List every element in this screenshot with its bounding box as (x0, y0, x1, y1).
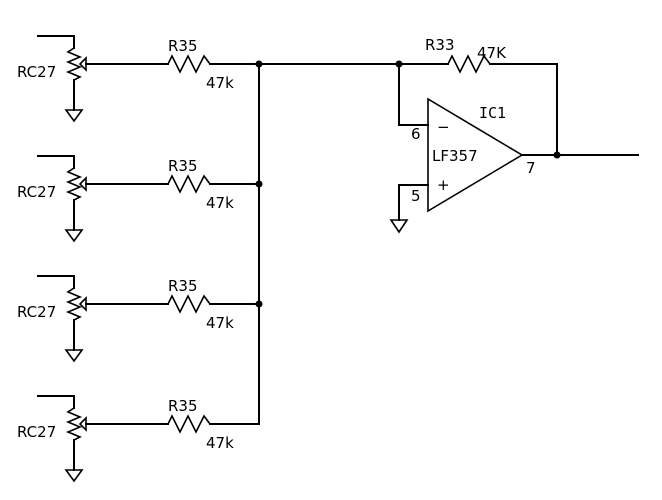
pot-1-top-lead (37, 35, 75, 49)
feedback-return-wire (489, 63, 558, 156)
pin-7-label: 7 (526, 159, 536, 177)
pin-6-label: 6 (411, 125, 421, 143)
pot-4-top-lead (37, 395, 75, 409)
pot-2-top-lead (37, 155, 75, 169)
resistor-4-ref: R35 (168, 397, 198, 415)
input-channel-4: RC27 R35 47k (17, 395, 260, 483)
ground-icon (389, 219, 409, 234)
resistor-3-value: 47k (206, 314, 234, 332)
pin-5-label: 5 (411, 187, 421, 205)
junction-dot (553, 151, 561, 159)
resistor-3-body (167, 294, 211, 314)
opamp-ref-label: IC1 (479, 104, 506, 122)
junction-dot (255, 300, 263, 308)
resistor-1-value: 47k (206, 74, 234, 92)
pot-3-label: RC27 (17, 303, 56, 321)
pot-1-label: RC27 (17, 63, 56, 81)
opamp: − + 6 5 7 IC1 LF357 (389, 63, 639, 234)
ground-icon (64, 349, 84, 363)
resistor-2-ref: R35 (168, 157, 198, 175)
input-channel-2: RC27 R35 47k (17, 155, 260, 243)
opamp-triangle (427, 97, 524, 213)
ground-icon (64, 109, 84, 123)
resistor-4-body (167, 414, 211, 434)
pot-4-body (65, 407, 83, 441)
opamp-part-label: LF357 (432, 147, 478, 165)
noninverting-sign: + (437, 176, 450, 194)
pot-1-body (65, 47, 83, 81)
ground-icon (64, 469, 84, 483)
resistor-4-value: 47k (206, 434, 234, 452)
input-channel-1: RC27 R35 47k (17, 35, 260, 123)
input-channel-3: RC27 R35 47k (17, 275, 260, 363)
noninverting-input-wire (398, 184, 429, 221)
junction-dot (255, 180, 263, 188)
resistor-3-ref: R35 (168, 277, 198, 295)
resistor-1-ref: R35 (168, 37, 198, 55)
resistor-2-value: 47k (206, 194, 234, 212)
inverting-input-wire (398, 63, 429, 126)
pot-3-body (65, 287, 83, 321)
pot-2-label: RC27 (17, 183, 56, 201)
feedback-resistor-ref: R33 (425, 36, 455, 54)
resistor-1-body (167, 54, 211, 74)
pot-2-body (65, 167, 83, 201)
feedback-resistor-value: 47K (477, 44, 507, 62)
ground-icon (64, 229, 84, 243)
inverting-sign: − (437, 118, 450, 136)
resistor-2-body (167, 174, 211, 194)
pot-3-top-lead (37, 275, 75, 289)
pot-4-label: RC27 (17, 423, 56, 441)
feedback-resistor-body (447, 54, 491, 74)
